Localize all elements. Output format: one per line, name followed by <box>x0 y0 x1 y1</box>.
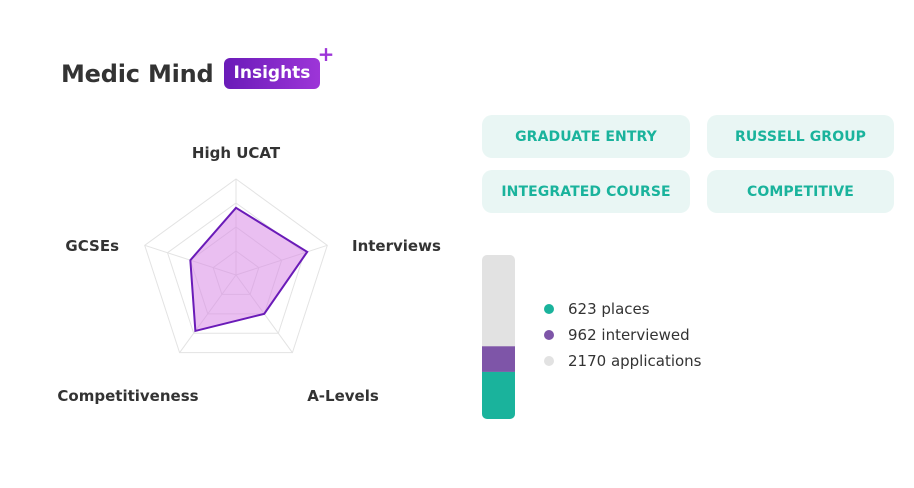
legend-item-places: 623 places <box>544 296 702 322</box>
bar-places <box>482 371 515 419</box>
tag-russell-group: RUSSELL GROUP <box>707 115 894 158</box>
legend-dot-places <box>544 304 554 314</box>
tag-integrated-course: INTEGRATED COURSE <box>482 170 690 213</box>
legend-item-applications: 2170 applications <box>544 348 702 374</box>
radar-grid-ring <box>144 178 328 354</box>
axis-label-interviews: Interviews <box>352 237 441 255</box>
radar-chart: High UCAT Interviews A-Levels Competitiv… <box>57 144 441 405</box>
legend: 623 places 962 interviewed 2170 applicat… <box>544 296 702 374</box>
brand-name: Medic Mind <box>61 59 214 88</box>
insights-badge: Insights + <box>223 44 334 89</box>
legend-item-interviewed: 962 interviewed <box>544 322 702 348</box>
radar-axis-labels: High UCAT Interviews A-Levels Competitiv… <box>57 144 441 405</box>
tag-competitive: COMPETITIVE <box>707 170 894 213</box>
radar-data-area <box>189 206 309 333</box>
brand-logo: Medic Mind Insights + <box>61 44 334 89</box>
plus-icon: + <box>317 42 335 66</box>
insights-badge-label: Insights <box>233 63 311 83</box>
legend-label-interviewed: 962 interviewed <box>568 326 690 344</box>
axis-label-a-levels: A-Levels <box>307 387 379 405</box>
tag-graduate-entry: GRADUATE ENTRY <box>482 115 690 158</box>
axis-label-gcses: GCSEs <box>65 237 119 255</box>
axis-label-high-ucat: High UCAT <box>192 144 281 162</box>
axis-label-competitiveness: Competitiveness <box>57 387 198 405</box>
legend-label-applications: 2170 applications <box>568 352 702 370</box>
bar-interviewed <box>482 346 515 372</box>
legend-dot-applications <box>544 356 554 366</box>
stacked-bar-chart <box>482 255 515 419</box>
legend-dot-interviewed <box>544 330 554 340</box>
legend-label-places: 623 places <box>568 300 650 318</box>
